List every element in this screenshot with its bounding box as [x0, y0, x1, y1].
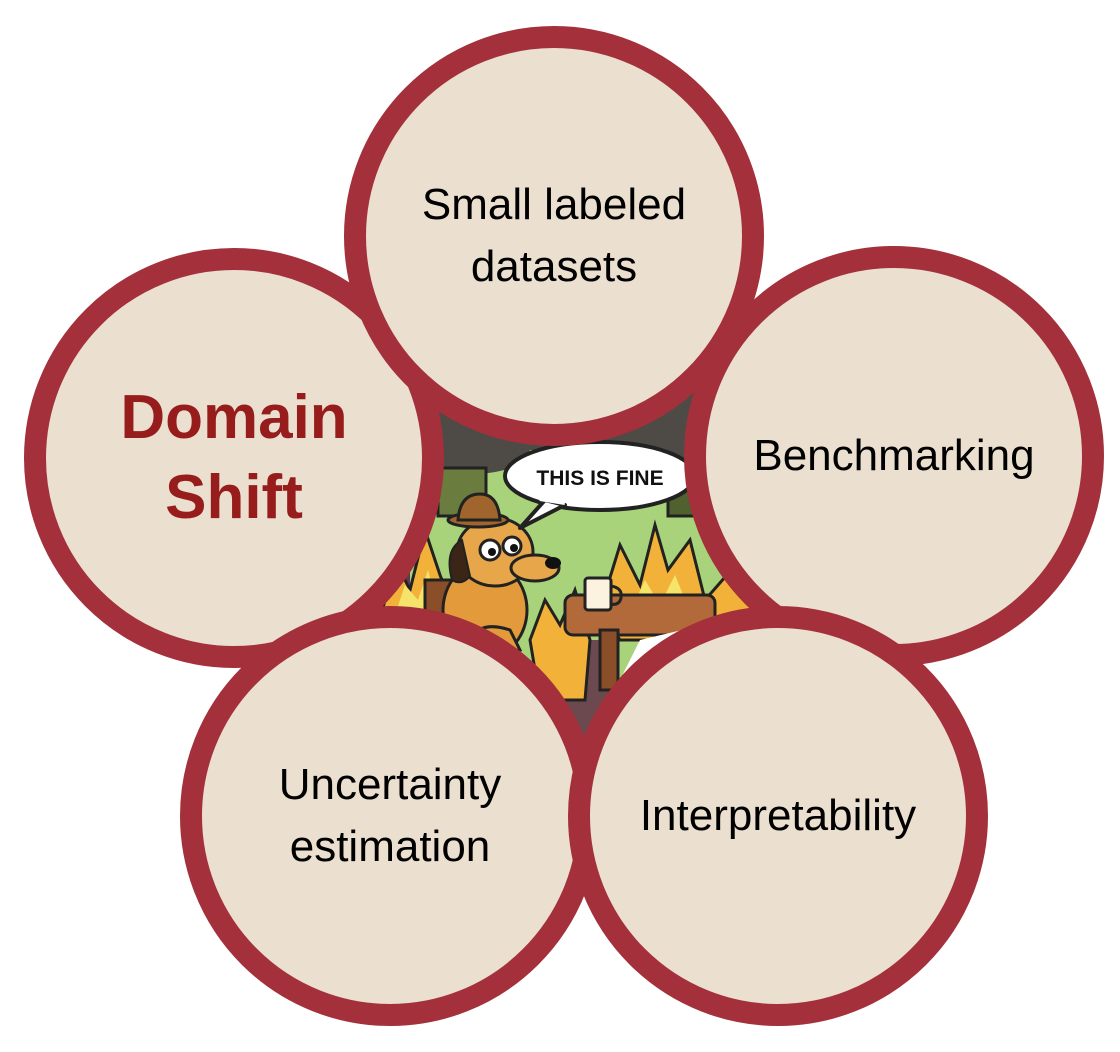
uncertainty-estimation-label: Uncertainty estimation	[278, 760, 502, 871]
small-labeled-datasets-label: Small labeled datasets	[421, 180, 687, 291]
benchmarking-label: Benchmarking	[753, 431, 1035, 480]
uncertainty-estimation-circle: Uncertainty estimation	[180, 606, 600, 1026]
domain-shift-label: Domain Shift	[120, 383, 348, 532]
small-labeled-datasets-circle: Small labeled datasets	[344, 26, 764, 446]
interpretability-label: Interpretability	[639, 791, 917, 840]
benchmarking-circle: Benchmarking	[684, 246, 1104, 666]
interpretability-circle: Interpretability	[568, 606, 988, 1026]
meme-speech-text: THIS IS FINE	[536, 467, 663, 490]
